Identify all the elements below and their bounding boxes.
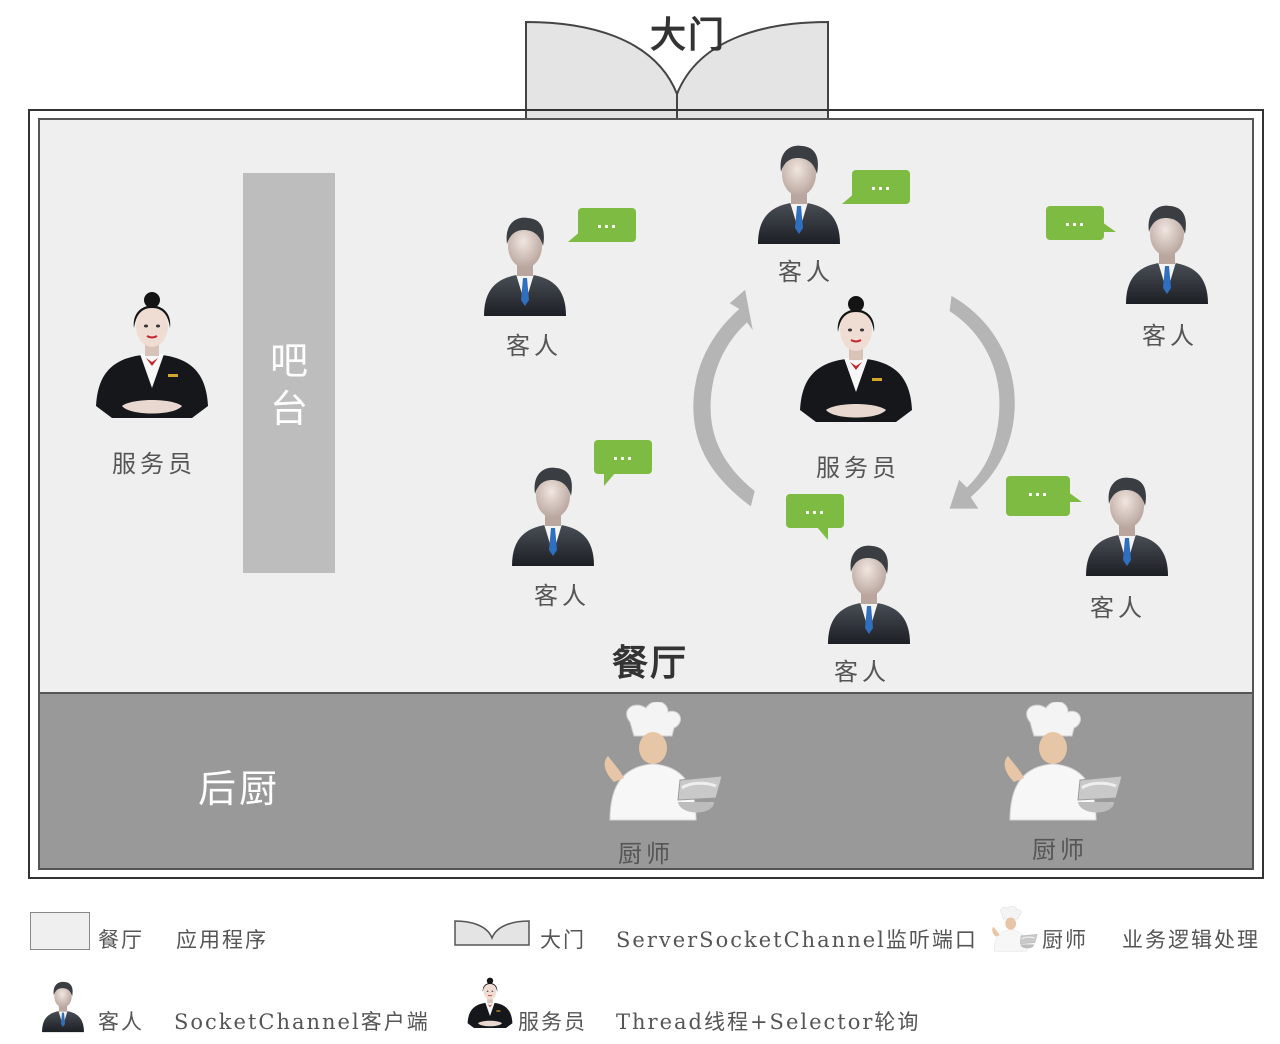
bar-label-line1: 吧 [270,339,309,383]
legend-door-term: 大门 [540,928,586,952]
legend-restaurant-desc: 应用程序 [176,928,268,952]
restaurant-hall [38,118,1254,694]
speech-bubble: ... [1046,206,1116,240]
waiter-left-icon [92,288,212,438]
legend-chef-term: 厨师 [1042,928,1088,952]
customer-icon [508,458,598,568]
legend-door-icon [454,920,530,946]
waiter-left-label: 服务员 [112,450,196,478]
customer-label: 客人 [778,258,834,286]
chef-label: 厨师 [618,840,674,868]
legend-waiter-term: 服务员 [518,1010,587,1034]
customer-icon [824,536,914,646]
customer-label: 客人 [506,332,562,360]
bar-counter [243,173,335,573]
speech-bubble: ... [842,170,910,204]
legend-restaurant-term: 餐厅 [98,928,144,952]
restaurant-label: 餐厅 [612,643,689,684]
chef-icon [594,702,724,822]
customer-icon [754,136,844,246]
legend-customer-term: 客人 [98,1010,144,1034]
customer-icon [1082,468,1172,578]
customer-label: 客人 [534,582,590,610]
speech-bubble: ... [786,494,844,540]
door [524,18,830,121]
waiter-center-label: 服务员 [816,454,900,482]
legend-customer-icon [40,976,86,1034]
customer-label: 客人 [1090,594,1146,622]
chef-icon [994,702,1124,822]
legend-door-desc: ServerSocketChannel监听端口 [616,928,978,952]
customer-icon [480,208,570,318]
customer-icon [1122,196,1212,306]
legend-chef-desc: 业务逻辑处理 [1122,928,1260,952]
chef-label: 厨师 [1032,836,1088,864]
speech-bubble: ... [1006,476,1082,516]
customer-label: 客人 [834,658,890,686]
waiter-center-icon [796,292,916,442]
customer-label: 客人 [1142,322,1198,350]
speech-bubble: ... [568,208,636,242]
cycle-arrow-left-icon [684,286,764,516]
legend-waiter-icon [466,976,514,1036]
restaurant-frame [28,109,1264,879]
legend-chef-icon [988,906,1038,952]
legend-customer-desc: SocketChannel客户端 [174,1010,430,1034]
door-label: 大门 [650,15,727,56]
speech-bubble: ... [594,440,652,486]
legend-restaurant-swatch [30,912,90,950]
kitchen-label: 后厨 [198,767,281,811]
legend-waiter-desc: Thread线程+Selector轮询 [616,1010,921,1034]
door-shape [525,20,829,121]
bar-label-line2: 台 [270,387,309,431]
